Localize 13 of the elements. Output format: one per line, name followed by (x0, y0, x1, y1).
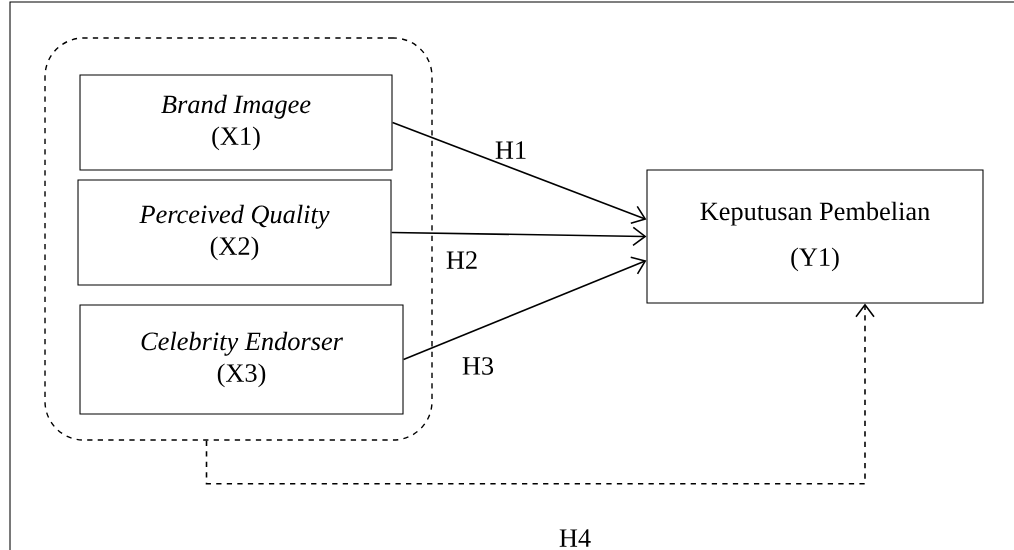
edge-label: H1 (495, 141, 526, 159)
variable-box: Perceived Quality (X2) (77, 179, 392, 286)
variable-box: Keputusan Pembelian (Y1) (646, 169, 984, 304)
arrow (390, 226, 647, 247)
arrow (391, 121, 647, 224)
group-outline (44, 37, 433, 441)
edge-label: H3 (462, 357, 494, 375)
edge-label: H4 (559, 529, 591, 547)
arrow (402, 256, 647, 361)
arrow (205, 303, 875, 485)
variable-box: Brand Imagee (X1) (79, 74, 393, 171)
edge-label: H2 (446, 251, 477, 269)
variable-box: Celebrity Endorser (X3) (79, 304, 404, 415)
